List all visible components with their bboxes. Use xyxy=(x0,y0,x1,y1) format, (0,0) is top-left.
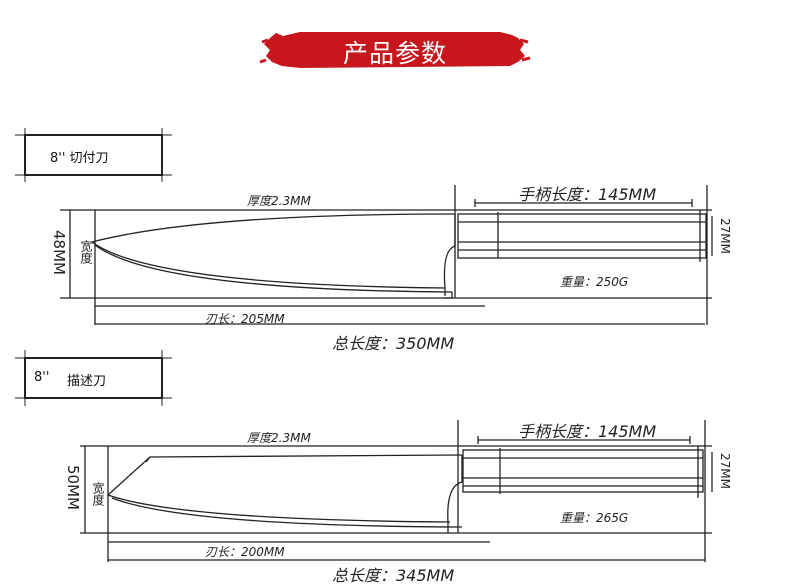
knife2-width-value: 50MM xyxy=(64,465,82,510)
knife1-weight: 重量：250G xyxy=(560,275,629,289)
knife1-thickness: 厚度2.3MM xyxy=(247,194,311,208)
knife1-name: 8'' 切付刀 xyxy=(50,151,109,166)
knife2-blade-length: 刃长：200MM xyxy=(205,545,285,559)
knife1-handle-length: 手柄长度：145MM xyxy=(518,185,657,204)
page-title: 产品参数 xyxy=(342,39,447,68)
knife2-width-label: 宽度 xyxy=(91,482,105,506)
knife2-thickness: 厚度2.3MM xyxy=(247,431,311,445)
knife2-name-text: 描述刀 xyxy=(67,374,107,389)
knife2-name-num: 8'' xyxy=(34,370,50,385)
title-banner xyxy=(259,32,531,68)
knife1-handle-width: 27MM xyxy=(718,218,732,254)
knife1-blade-length: 刃长：205MM xyxy=(205,312,285,326)
knife1-width-value: 48MM xyxy=(50,230,68,275)
knife2-handle-width: 27MM xyxy=(718,453,732,489)
knife1-width-label: 宽度 xyxy=(79,240,93,264)
knife1-total-length: 总长度：350MM xyxy=(332,334,455,353)
knife2-handle-length: 手柄长度：145MM xyxy=(518,422,657,441)
knife2-weight: 重量：265G xyxy=(560,511,629,525)
knife2-total-length: 总长度：345MM xyxy=(332,566,455,585)
